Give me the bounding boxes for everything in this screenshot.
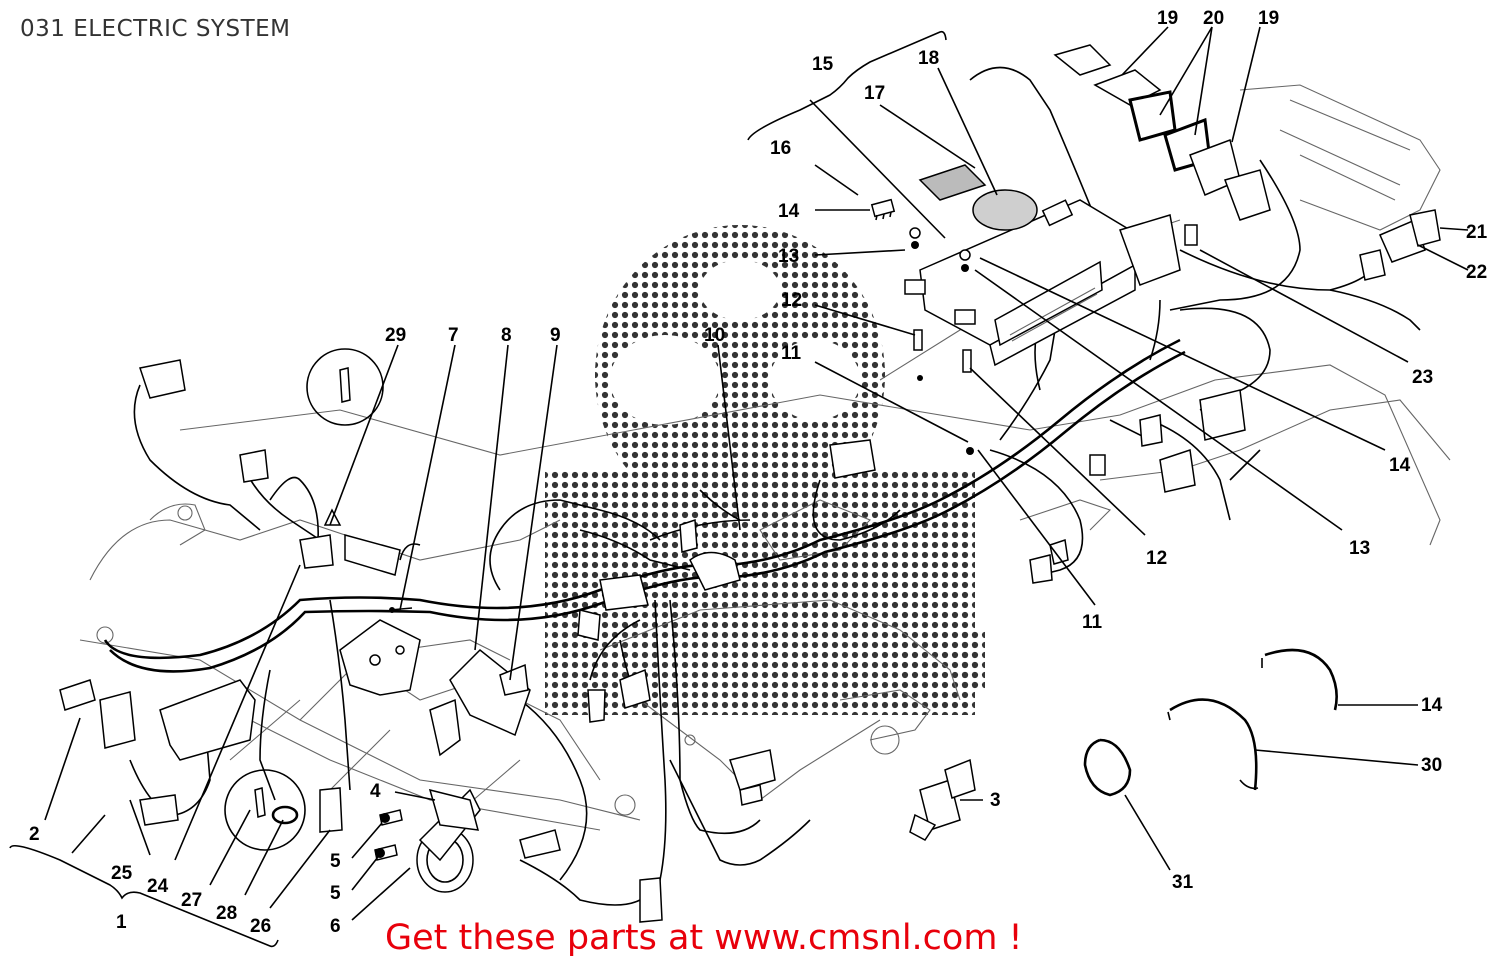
callout-27: 27: [181, 890, 202, 911]
ecu-chip: [870, 198, 896, 221]
callout-18: 18: [918, 48, 939, 69]
callout-10: 10: [704, 325, 725, 346]
cable-ties: [1167, 648, 1338, 791]
callout-6: 6: [330, 916, 341, 937]
ignition-coil: [429, 648, 531, 757]
callout-11b: 11: [1082, 612, 1103, 633]
callout-14a: 14: [778, 201, 800, 222]
relay-25: [99, 691, 179, 826]
callout-13b: 13: [1349, 538, 1370, 559]
callout-1: 1: [116, 912, 127, 933]
callout-12b: 12: [1146, 548, 1167, 569]
callout-4: 4: [370, 781, 381, 802]
callout-8: 8: [501, 325, 512, 346]
diagram-title: 031 ELECTRIC SYSTEM: [20, 16, 291, 42]
callout-28: 28: [216, 903, 237, 924]
hose-clamp: [1083, 738, 1132, 797]
callout-12a: 12: [781, 290, 802, 311]
callout-14c: 14: [1421, 695, 1443, 716]
callout-numbers: 1 2 3 4 5 5 6 7 8 9 10 11 11 12 12 13 13…: [29, 8, 1488, 937]
callout-31: 31: [1172, 872, 1194, 893]
callout-19b: 19: [1258, 8, 1279, 29]
callout-23: 23: [1412, 367, 1433, 388]
callout-5a: 5: [330, 851, 341, 872]
terminal-insets: [224, 348, 384, 851]
leader-lines: [44, 26, 1469, 921]
callout-9: 9: [550, 325, 561, 346]
group-bracket-15: [747, 30, 947, 141]
callout-22: 22: [1466, 262, 1487, 283]
callout-7: 7: [448, 325, 459, 346]
voltage-regulator: [159, 679, 256, 761]
horn-screws: [374, 809, 403, 861]
callout-13a: 13: [778, 246, 799, 267]
callout-5b: 5: [330, 883, 341, 904]
callout-24: 24: [147, 876, 169, 897]
ecu-seal-disc: [972, 189, 1038, 231]
horn-bracket: [428, 788, 480, 831]
callout-20: 20: [1203, 8, 1224, 29]
callout-29: 29: [385, 325, 406, 346]
callout-30: 30: [1421, 755, 1442, 776]
connectors: [139, 359, 1246, 923]
spark-plug: [909, 758, 976, 841]
relays-and-fuses: [1053, 44, 1441, 286]
callout-15: 15: [812, 54, 834, 75]
ecu-control-unit: [919, 199, 1136, 367]
callout-19a: 19: [1157, 8, 1178, 29]
fuse-holder-2: [59, 679, 96, 711]
callout-11a: 11: [781, 343, 802, 364]
ecu-label-pad: [918, 164, 987, 201]
callout-26: 26: [250, 916, 271, 937]
callout-25: 25: [111, 863, 133, 884]
callout-21: 21: [1466, 222, 1488, 243]
callout-17: 17: [864, 83, 885, 104]
mounting-hardware: [904, 227, 976, 455]
group-bracket-1: [9, 844, 279, 948]
callout-16: 16: [770, 138, 791, 159]
callout-3: 3: [990, 790, 1001, 811]
callout-2: 2: [29, 824, 40, 845]
coil-bracket: [339, 619, 421, 696]
footer-promo-link[interactable]: Get these parts at www.cmsnl.com !: [385, 918, 1023, 958]
callout-14b: 14: [1389, 455, 1411, 476]
